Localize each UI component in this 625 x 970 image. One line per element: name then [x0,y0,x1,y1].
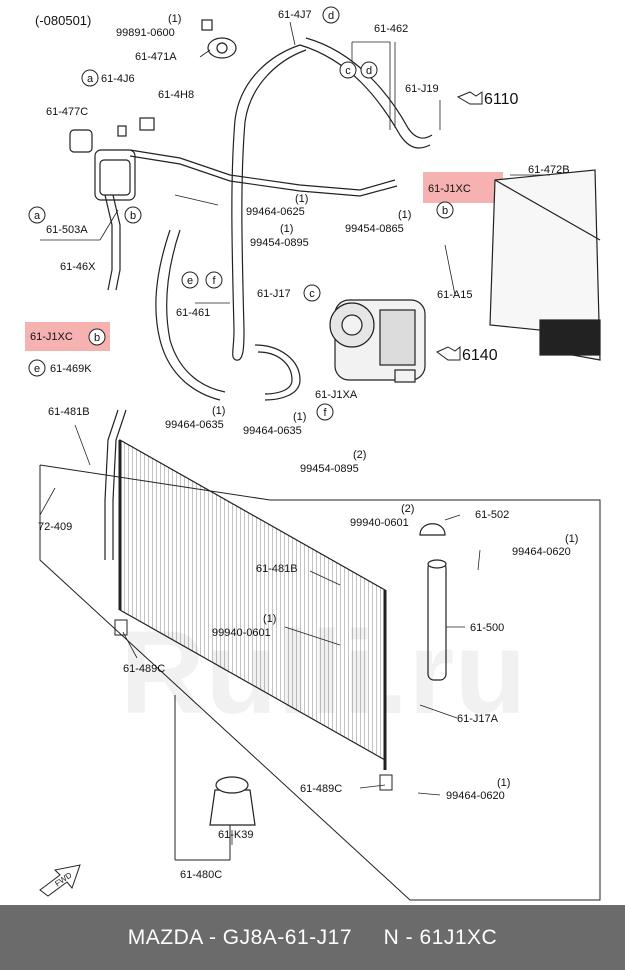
clamp-61-471A [201,19,237,59]
part-code: 61-J1XA [315,389,358,401]
part-qty: (1) [497,777,510,789]
part-code: 61-J1XC [428,183,471,195]
part-qty: (1) [398,209,411,221]
footer-part-numbers: MAZDA - GJ8A-61-J17 N - 61J1XC [127,925,498,949]
shield-61-472B [489,169,601,361]
part-qty: (2) [401,503,414,515]
bracket-61-503A [69,117,155,201]
part-code: 99464-0620 [446,790,505,802]
letter-d: d [328,10,334,22]
part-code: 61-4H8 [158,89,194,101]
part-qty: (1) [280,223,293,235]
part-code: 61-471A [135,51,177,63]
compressor [329,299,426,383]
letter-f: f [212,275,216,287]
letter-b: b [442,205,448,217]
part-code: 61-462 [374,23,408,35]
part-code: 99891-0600 [116,27,175,39]
part-code: 61-477C [46,106,88,118]
letter-c: c [309,288,315,300]
part-code: 61-4J6 [101,73,135,85]
ref-arrows [436,91,483,361]
part-code: 61-J17 [257,288,291,300]
watermark: Rulli.ru [120,607,527,739]
leader-lines [39,21,550,845]
part-code: 99940-0601 [350,517,409,529]
part-code: 61-461 [176,307,210,319]
part-code: 61-J1XC [30,331,73,343]
part-qty: (1) [565,533,578,545]
part-qty: (1) [295,193,308,205]
letter-b: b [94,332,100,344]
part-code: 61-J17A [457,713,499,725]
part-code: 61-503A [46,224,88,236]
letter-d: d [366,65,372,77]
part-code: 99454-0865 [345,223,404,235]
letter-c: c [345,65,351,77]
part-code: 61-500 [470,622,504,634]
letter-e: e [187,275,193,287]
part-code: 61-481B [48,406,90,418]
part-labels: (1) 99891-0600 61-471A 61-4J7 61-462 61-… [30,9,578,881]
letter-b: b [130,210,136,222]
date-code: (-080501) [35,13,91,28]
hose-lines [104,37,433,560]
part-code: 61-481B [256,563,298,575]
part-code: 61-489C [123,663,165,675]
part-code: 99454-0895 [250,237,309,249]
part-code: 99464-0625 [246,206,305,218]
part-code: 61-J19 [405,83,439,95]
part-code: 61-480C [180,869,222,881]
circle-callouts [28,6,454,421]
part-code: 99464-0635 [243,425,302,437]
footer-bar: MAZDA - GJ8A-61-J17 N - 61J1XC [0,905,625,970]
parts-diagram: (-080501) [25,6,601,901]
part-code: 72-409 [38,521,72,533]
bottle-61-K39 [209,776,256,826]
fwd-arrow-icon: FWD [39,864,81,897]
receiver-drier [419,523,447,681]
part-code: 99464-0635 [165,419,224,431]
highlight-61-j1xc-upper [423,172,503,203]
circle-letters: d c d a a b b b e f c e f [34,10,448,419]
part-code: 99940-0601 [212,627,271,639]
part-code: 61-469K [50,363,92,375]
part-qty: (1) [263,613,276,625]
letter-f: f [323,407,327,419]
part-qty: (1) [293,411,306,423]
letter-a: a [34,210,41,222]
letter-e: e [34,363,40,375]
part-code: 61-489C [300,783,342,795]
part-code: 61-502 [475,509,509,521]
part-code: 6110 [484,91,519,108]
part-code: 61-4J7 [278,9,312,21]
part-code: 99454-0895 [300,463,359,475]
part-code: 61-A15 [437,289,472,301]
part-code: 6140 [462,347,498,364]
part-qty: (1) [168,13,181,25]
part-code: 61-K39 [218,829,253,841]
letter-a: a [87,73,94,85]
part-code: 61-472B [528,164,570,176]
part-code: 99464-0620 [512,546,571,558]
part-code: 61-46X [60,261,96,273]
part-qty: (1) [212,405,225,417]
part-qty: (2) [353,449,366,461]
